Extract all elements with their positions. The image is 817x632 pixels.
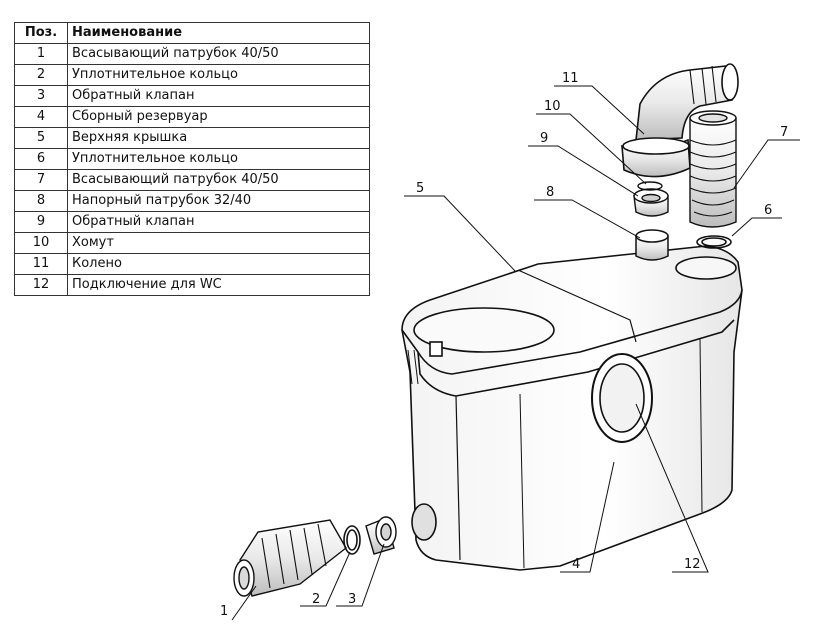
row-position: 7 xyxy=(14,169,68,191)
callout-1: 1 xyxy=(220,604,228,619)
suction-inlet-top xyxy=(689,110,737,228)
row-position: 9 xyxy=(14,211,68,233)
collection-tank xyxy=(401,245,743,571)
row-name: Верхняя крышка xyxy=(67,127,370,149)
row-position: 8 xyxy=(14,190,68,212)
row-name: Подключение для WC xyxy=(67,274,370,296)
row-position: 3 xyxy=(14,85,68,107)
header-name: Наименование xyxy=(67,22,370,44)
row-name: Напорный патрубок 32/40 xyxy=(67,190,370,212)
callout-9: 9 xyxy=(540,131,548,146)
row-name: Колено xyxy=(67,253,370,275)
row-name: Обратный клапан xyxy=(67,85,370,107)
callout-6: 6 xyxy=(764,203,772,218)
row-position: 4 xyxy=(14,106,68,128)
sealing-ring-top xyxy=(696,235,732,249)
callout-9-leader xyxy=(528,145,639,197)
check-valve-top xyxy=(633,188,669,217)
elbow xyxy=(621,63,739,178)
callout-12-leader xyxy=(635,403,709,573)
row-position: 2 xyxy=(14,64,68,86)
row-position: 12 xyxy=(14,274,68,296)
callout-11-leader xyxy=(554,85,645,135)
row-position: 6 xyxy=(14,148,68,170)
row-name: Обратный клапан xyxy=(67,211,370,233)
row-name: Хомут xyxy=(67,232,370,254)
callout-2-leader xyxy=(300,551,351,607)
callout-5-leader xyxy=(404,195,517,273)
callout-8: 8 xyxy=(546,185,554,200)
callout-8-leader xyxy=(534,199,641,239)
header-position: Поз. xyxy=(14,22,68,44)
row-position: 5 xyxy=(14,127,68,149)
callout-3: 3 xyxy=(348,592,356,607)
callout-3-leader xyxy=(336,543,385,607)
callout-6-leader xyxy=(731,217,782,237)
callout-4-leader xyxy=(560,461,615,573)
row-position: 1 xyxy=(14,43,68,65)
row-name: Всасывающий патрубок 40/50 xyxy=(67,43,370,65)
row-position: 11 xyxy=(14,253,68,275)
discharge-outlet xyxy=(635,229,669,261)
callout-7-leader xyxy=(733,139,800,189)
row-name: Уплотнительное кольцо xyxy=(67,64,370,86)
row-position: 10 xyxy=(14,232,68,254)
row-name: Всасывающий патрубок 40/50 xyxy=(67,169,370,191)
callout-2: 2 xyxy=(312,592,320,607)
callout-4: 4 xyxy=(572,557,580,572)
callout-10: 10 xyxy=(544,99,561,114)
callout-10-leader xyxy=(536,113,647,185)
table-header-row: Поз. Наименование xyxy=(14,22,370,44)
row-name: Сборный резервуар xyxy=(67,106,370,128)
clamp xyxy=(637,181,663,191)
suction-inlet-side xyxy=(233,519,347,597)
row-name: Уплотнительное кольцо xyxy=(67,148,370,170)
callout-12: 12 xyxy=(684,557,701,572)
callout-5: 5 xyxy=(416,181,424,196)
callout-11: 11 xyxy=(562,71,579,86)
callout-1-leader xyxy=(231,585,257,621)
check-valve-side xyxy=(365,516,397,555)
sealing-ring-side xyxy=(343,525,361,555)
callout-7: 7 xyxy=(780,125,788,140)
